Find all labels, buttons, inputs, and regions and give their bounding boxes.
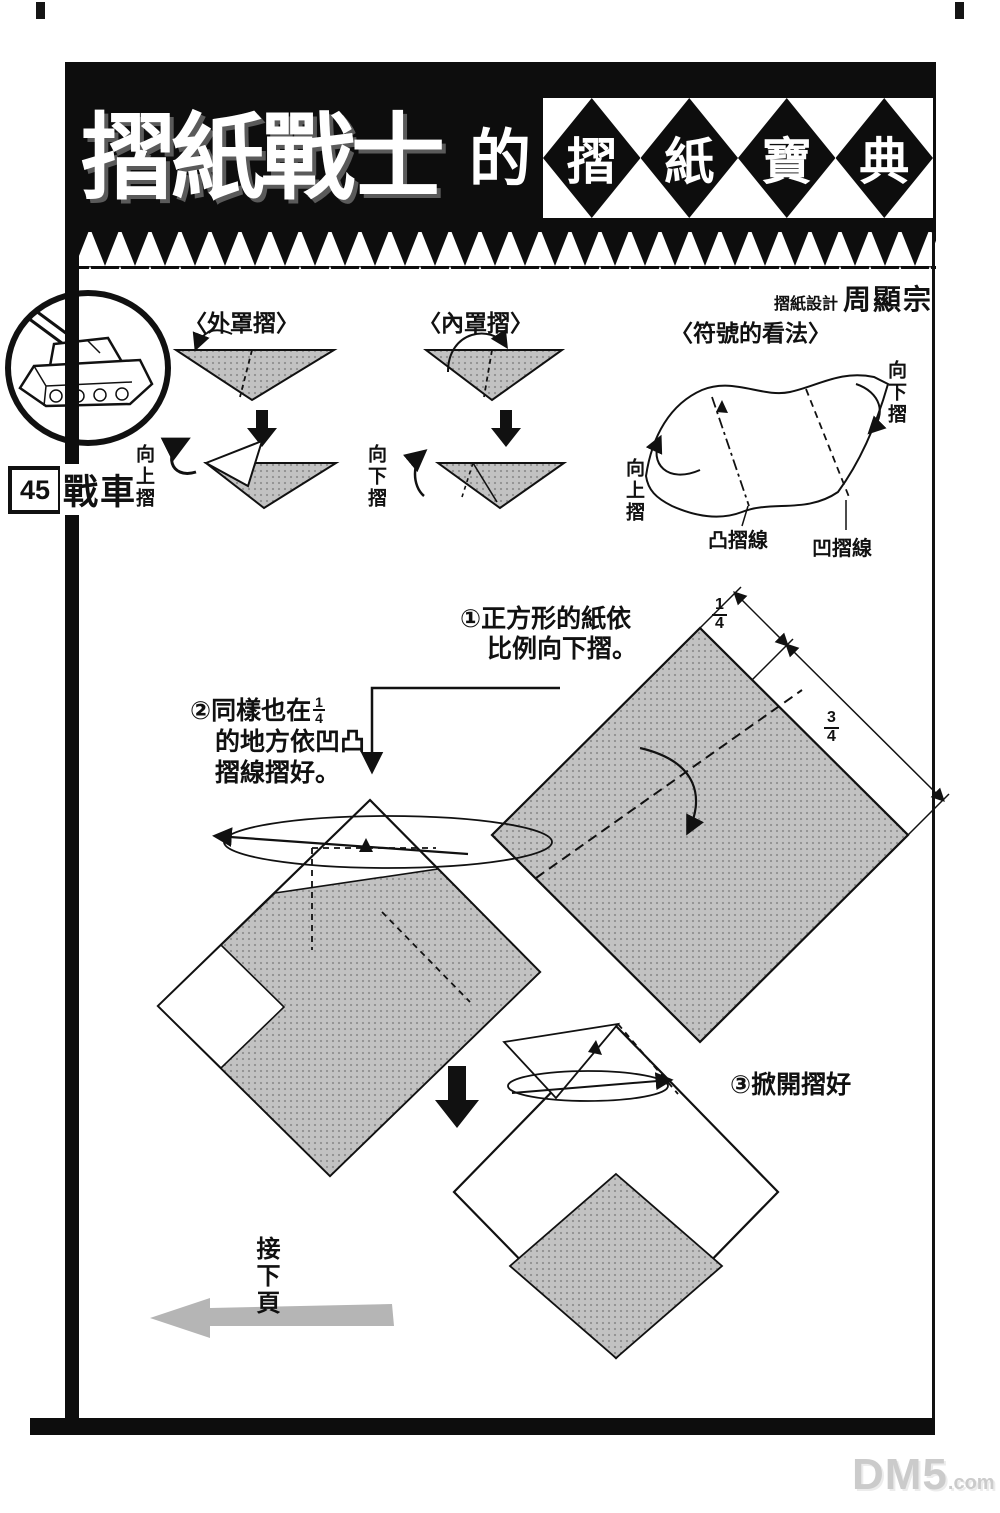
step3-diagram	[452, 1022, 780, 1360]
step1-text-line1: ①正方形的紙依	[460, 605, 632, 633]
watermark-suffix: .com	[947, 1472, 995, 1494]
step1-diagram	[490, 586, 950, 1044]
particle-text: 的	[469, 125, 532, 194]
designer-credit-name: 周顯宗	[842, 284, 933, 315]
title-diamond-strip: 摺 紙 寶 典	[543, 98, 933, 218]
title-banner: 摺紙戰士 的 摺 紙 寶 典	[65, 62, 936, 232]
outside-fold-title: 〈外罩摺〉	[184, 310, 299, 336]
watermark-brand: DM5	[852, 1450, 948, 1499]
fold-down-label: 向下摺	[365, 444, 386, 510]
site-watermark: DM5 .com	[852, 1450, 995, 1500]
title-diamond: 典	[835, 98, 933, 218]
diamond-shape: 典	[835, 98, 933, 218]
diamond-char: 摺	[566, 134, 617, 190]
symbols-fold-down-label: 向下摺	[885, 360, 906, 426]
step2-diagram	[156, 686, 560, 1178]
step2-fraction: 1 4	[313, 693, 325, 726]
valley-fold-line-label: 凹摺線	[812, 538, 872, 560]
left-frame-bar	[65, 62, 79, 1419]
measurement-quarter: 1 4	[712, 596, 727, 633]
series-logo: 摺紙戰士	[81, 105, 445, 210]
inside-fold-diagram	[402, 329, 568, 510]
tank-emblem-icon	[5, 290, 171, 446]
diamond-shape: 摺	[543, 98, 641, 218]
crop-mark-right	[955, 2, 964, 19]
bottom-frame-bar	[30, 1418, 935, 1435]
zigzag-border	[65, 231, 936, 269]
step2-text-line3: 摺線摺好。	[215, 759, 341, 787]
continue-arrow-icon	[150, 1298, 394, 1338]
diamond-char: 寶	[761, 134, 812, 190]
designer-credit-label: 摺紙設計	[773, 296, 838, 313]
title-diamond: 寶	[738, 98, 836, 218]
title-diamond: 紙	[640, 98, 738, 218]
diamond-shape: 寶	[738, 98, 836, 218]
right-frame-line	[932, 230, 935, 1420]
title-diamond: 摺	[543, 98, 641, 218]
outside-fold-diagram	[160, 329, 340, 510]
step2-text: ②同樣也在 1 4 的地方依凹凸 摺線摺好。	[190, 693, 366, 789]
step2-text-line2: 的地方依凹凸	[215, 728, 366, 756]
step2-prefix: ②同樣也在	[190, 697, 312, 725]
symbols-title: 〈符號的看法〉	[670, 320, 831, 346]
fold-up-label: 向上摺	[133, 444, 154, 510]
measurement-three-quarter: 3 4	[824, 709, 839, 746]
crop-mark-left	[36, 2, 45, 19]
diamond-char: 紙	[664, 134, 715, 190]
symbols-fold-up-label: 向上摺	[623, 458, 644, 524]
designer-credit: 摺紙設計 周顯宗	[640, 278, 933, 318]
mountain-fold-line-label: 凸摺線	[708, 530, 768, 552]
step3-text: ③掀開摺好	[730, 1071, 852, 1099]
inside-fold-title: 〈內罩摺〉	[418, 310, 533, 336]
diamond-char: 典	[859, 134, 910, 190]
step2-text-line1: ②同樣也在 1 4	[190, 693, 365, 727]
model-name: 戰車	[60, 464, 141, 515]
step1-text-line2: 比例向下摺。	[487, 635, 638, 663]
model-number-badge: 45	[8, 466, 62, 514]
symbols-diagram	[644, 374, 890, 530]
continue-label: 接下頁	[252, 1236, 279, 1317]
diamond-shape: 紙	[640, 98, 738, 218]
